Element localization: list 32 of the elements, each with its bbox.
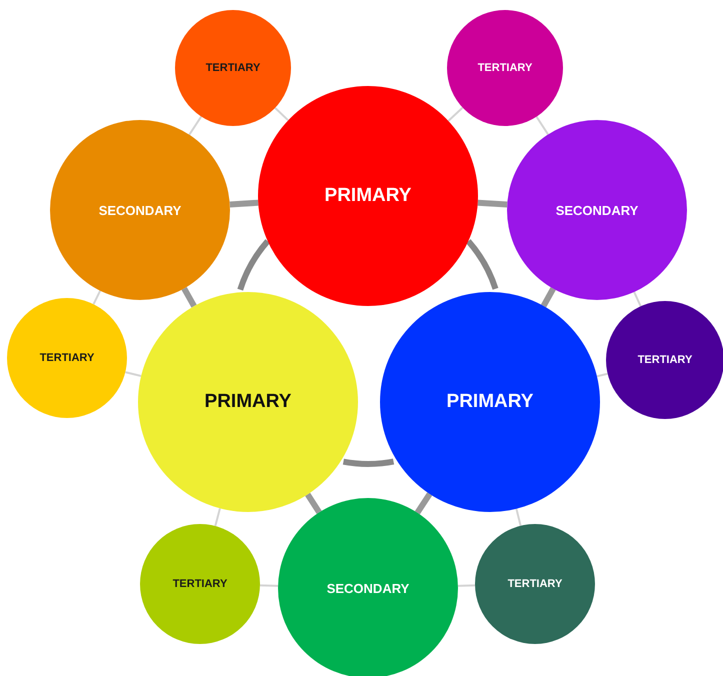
color-circle: TERTIARY <box>7 298 127 418</box>
color-circle: SECONDARY <box>50 120 230 300</box>
color-circle: SECONDARY <box>507 120 687 300</box>
color-circle: PRIMARY <box>258 86 478 306</box>
ring-arc <box>237 239 270 291</box>
connector-line <box>448 106 464 122</box>
connector-line <box>274 107 289 122</box>
connector-line <box>540 287 556 308</box>
connector-line <box>478 200 508 208</box>
connector-line <box>536 116 549 135</box>
connector-line <box>188 116 202 136</box>
color-circle: TERTIARY <box>447 10 563 126</box>
connector-line <box>92 290 102 305</box>
connector-line <box>414 492 432 514</box>
connector-line <box>125 371 142 377</box>
connector-line <box>596 372 608 378</box>
ring-arc <box>466 239 498 290</box>
color-circle: TERTIARY <box>175 10 291 126</box>
color-circle: PRIMARY <box>380 292 600 512</box>
connector-line <box>182 286 197 308</box>
connector-line <box>458 584 476 587</box>
connector-line <box>214 508 221 526</box>
connector-line <box>305 492 322 514</box>
connector-line <box>230 200 258 208</box>
connector-line <box>633 292 642 307</box>
connector-line <box>260 584 278 587</box>
color-circle: PRIMARY <box>138 292 358 512</box>
color-circle: TERTIARY <box>140 524 260 644</box>
color-circle: TERTIARY <box>606 301 723 419</box>
color-circle: SECONDARY <box>278 498 458 676</box>
color-circle: TERTIARY <box>475 524 595 644</box>
connector-line <box>515 508 522 526</box>
